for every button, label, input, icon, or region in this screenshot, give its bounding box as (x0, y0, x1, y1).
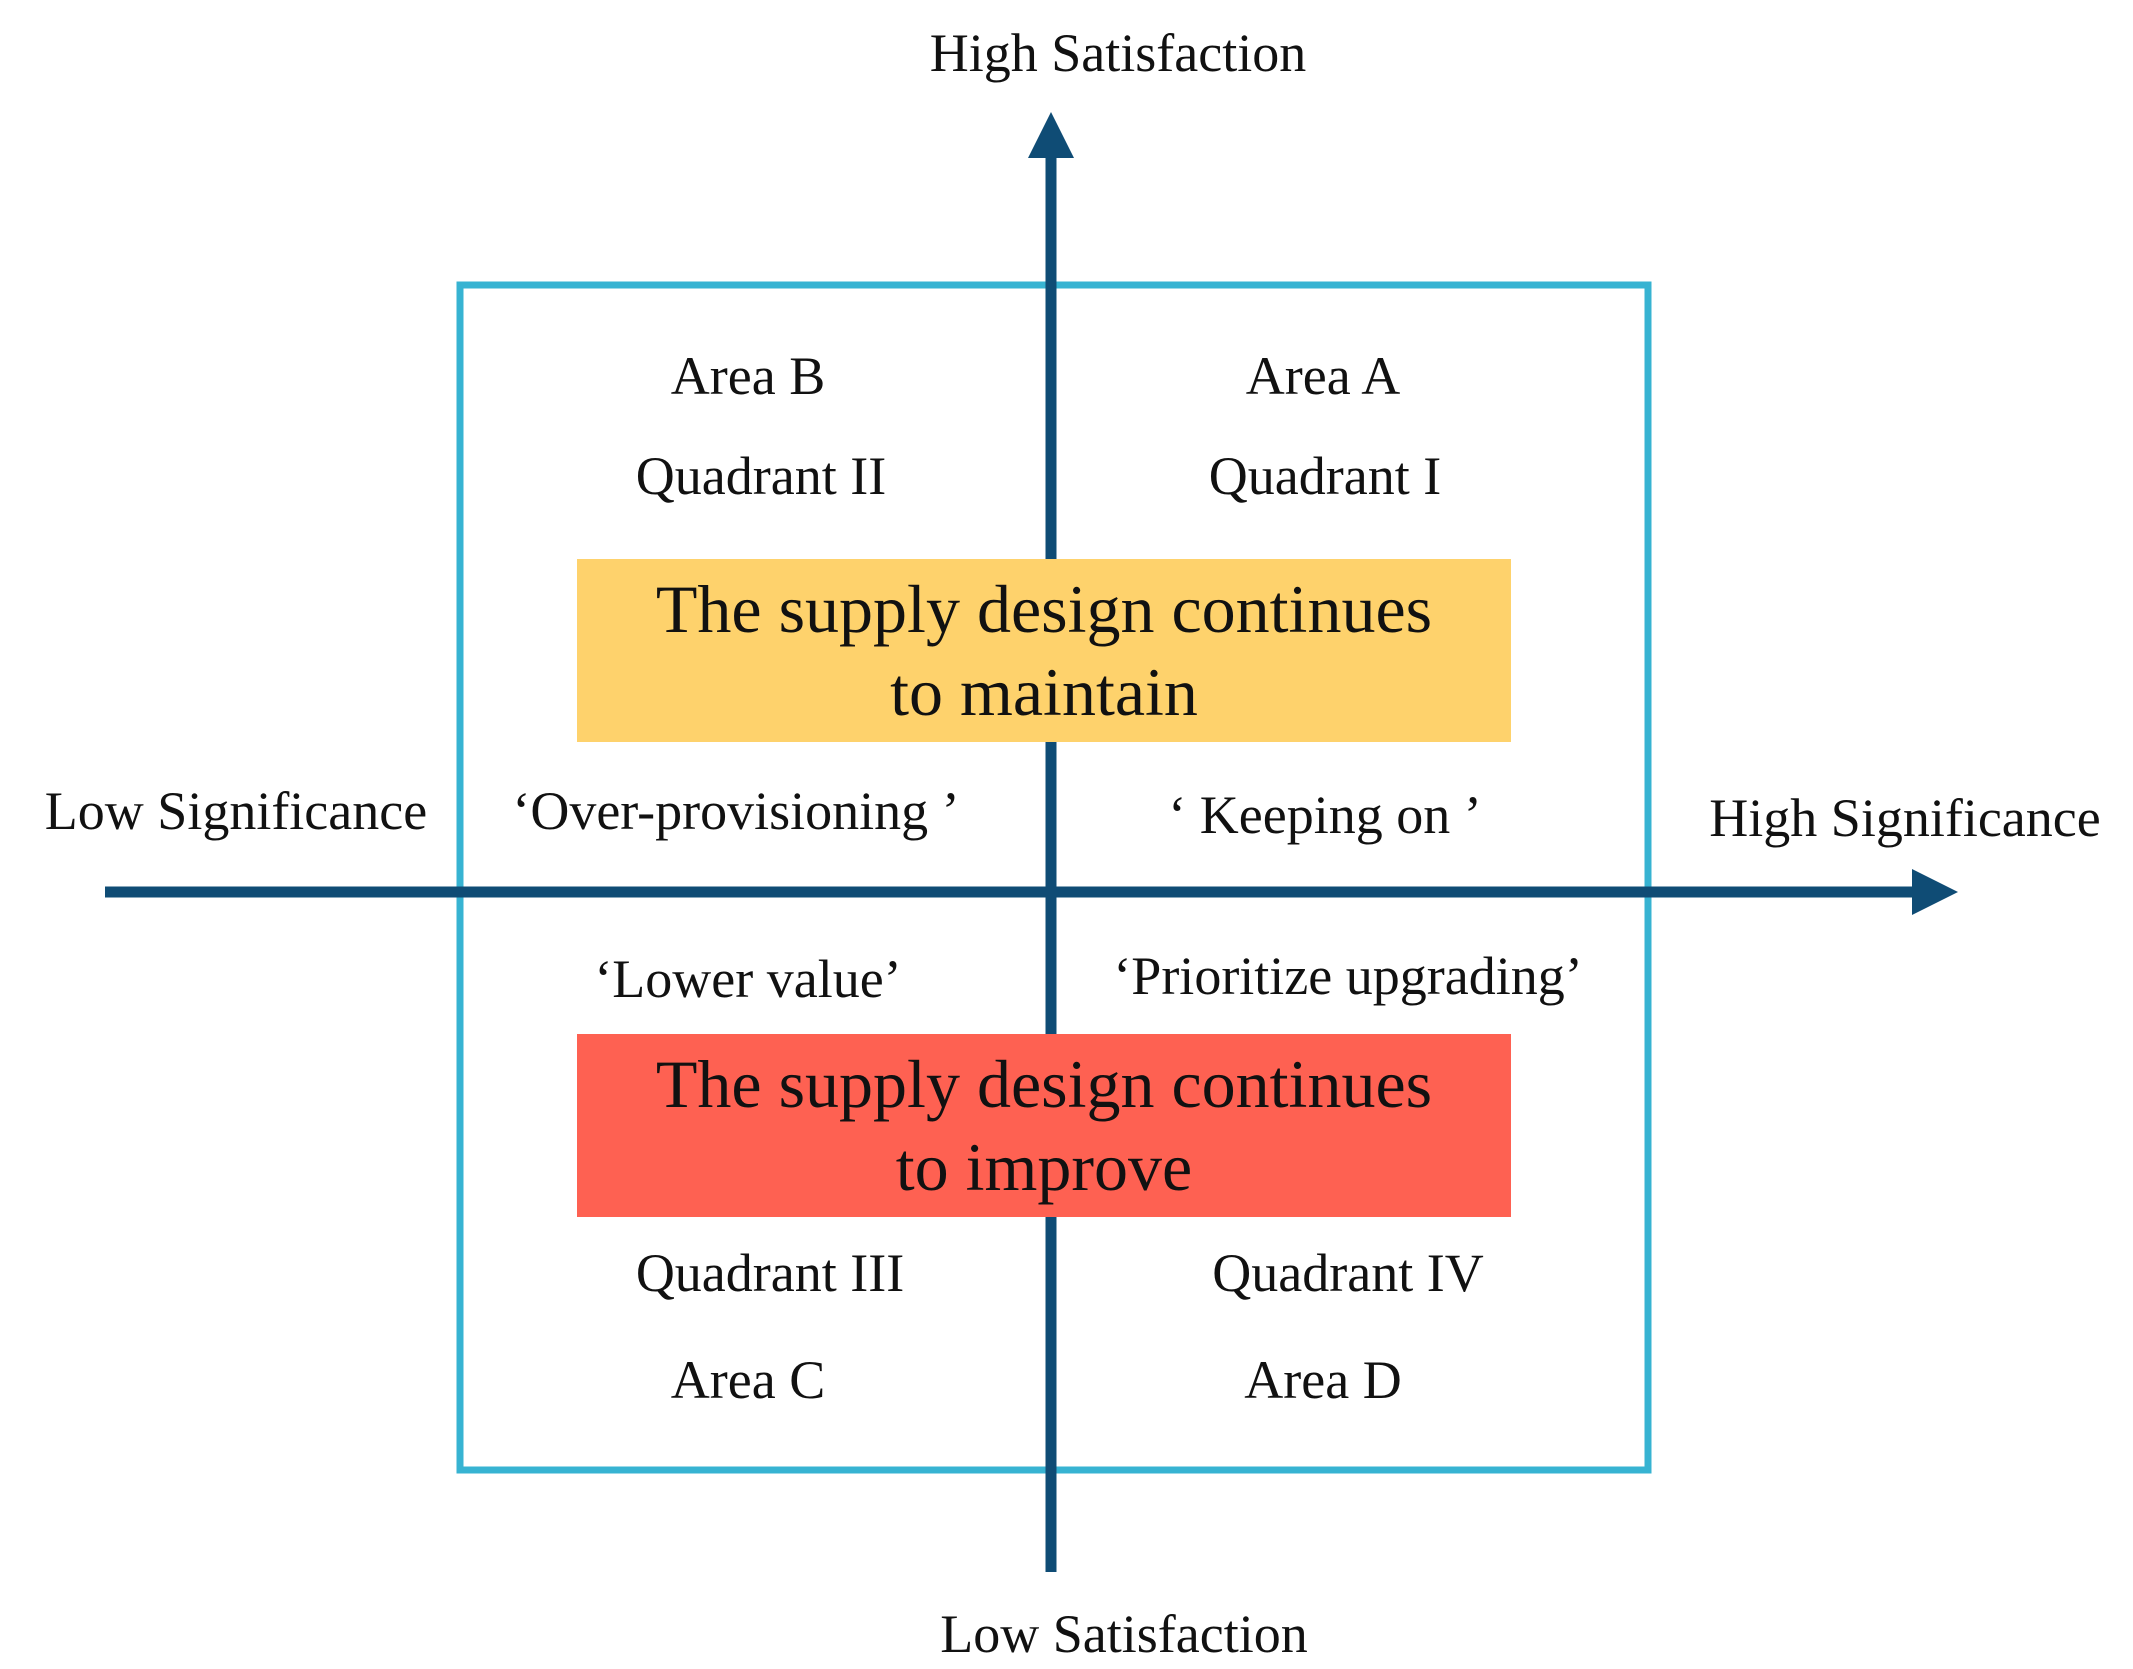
improve-banner-line1: The supply design continues (655, 1045, 1433, 1122)
q4-area-label: Area D (1244, 1350, 1402, 1410)
maintain-banner-line1: The supply design continues (655, 570, 1433, 647)
q3-name-label: Quadrant III (635, 1243, 905, 1303)
y-axis-arrowhead-icon (1028, 112, 1074, 158)
x-axis-left-label: Low Significance (44, 781, 428, 841)
q4-name-label: Quadrant IV (1212, 1243, 1484, 1303)
improve-banner: The supply design continues to improve (577, 1034, 1511, 1217)
x-axis-right-label: High Significance (1709, 788, 2101, 848)
improve-banner-line2: to improve (895, 1128, 1193, 1205)
maintain-banner: The supply design continues to maintain (577, 559, 1511, 742)
maintain-banner-line2: to maintain (890, 653, 1198, 730)
x-axis-arrowhead-icon (1912, 869, 1958, 915)
q4-strategy-label: ‘Prioritize upgrading’ (1113, 946, 1583, 1006)
q2-name-label: Quadrant II (635, 446, 887, 506)
q2-strategy-label: ‘Over-provisioning ’ (512, 781, 960, 841)
y-axis-top-label: High Satisfaction (929, 23, 1307, 83)
q1-name-label: Quadrant I (1208, 446, 1442, 506)
q1-strategy-label: ‘ Keeping on ’ (1168, 785, 1482, 845)
q2-area-label: Area B (670, 346, 826, 406)
q3-strategy-label: ‘Lower value’ (594, 949, 902, 1009)
y-axis-bottom-label: Low Satisfaction (940, 1604, 1308, 1664)
q3-area-label: Area C (670, 1350, 826, 1410)
q1-area-label: Area A (1245, 346, 1401, 406)
